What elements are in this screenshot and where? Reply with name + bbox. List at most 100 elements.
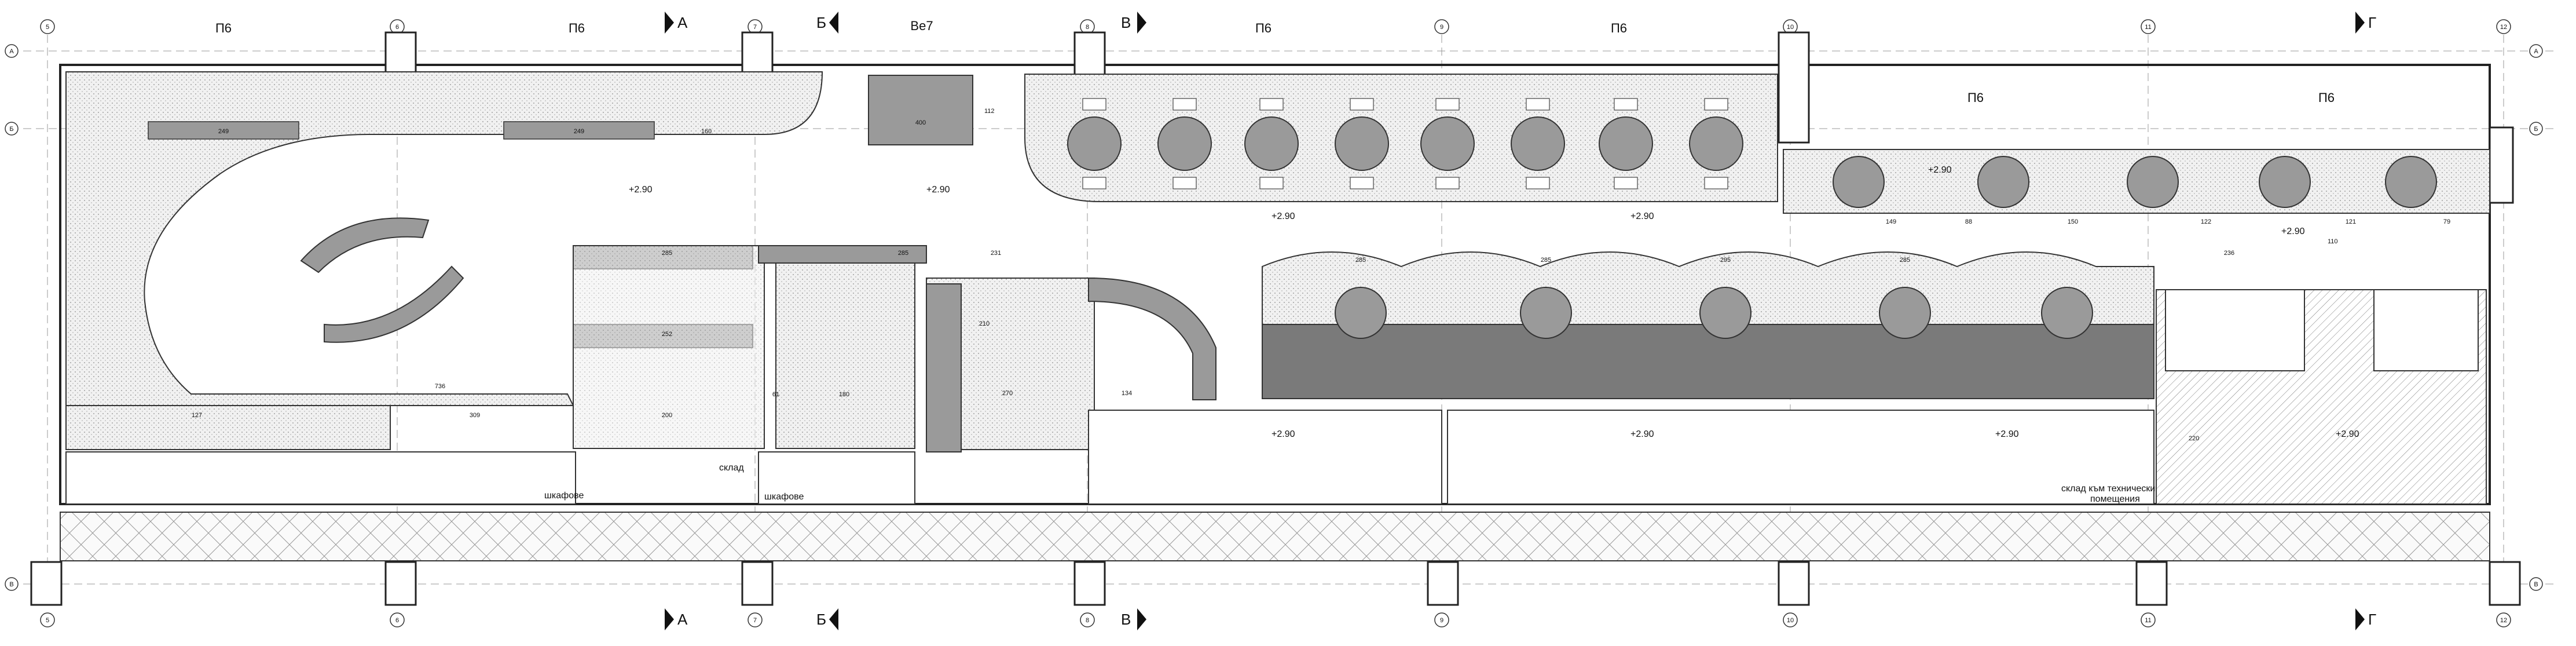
dim-wc-a: 220 xyxy=(2189,435,2199,442)
row-label-a: А xyxy=(9,48,14,55)
dim-mid-i: 285 xyxy=(898,250,908,257)
dim-booth-d: 285 xyxy=(1900,257,1910,264)
dim-mid-e: 210 xyxy=(979,320,990,327)
axis-bubbles-bottom xyxy=(40,612,2511,627)
axis-label-10: 10 xyxy=(1787,24,1794,31)
tag-p6-5: П6 xyxy=(1967,90,1984,105)
label-wardrobe-a: шкафове xyxy=(544,491,584,501)
level-4: +2.90 xyxy=(1630,211,1654,221)
dim-booth-a: 285 xyxy=(1355,257,1366,264)
dim-mid-h: 134 xyxy=(1122,390,1132,397)
lower-room-2 xyxy=(1447,410,2154,505)
level-1: +2.90 xyxy=(629,185,653,195)
curved-counter xyxy=(1088,277,1216,400)
ve7-dim-b: 112 xyxy=(984,108,995,115)
tag-p6-1: П6 xyxy=(215,21,232,35)
dim-mid-b: 252 xyxy=(662,331,672,338)
axis-label-12-bottom: 12 xyxy=(2500,617,2507,624)
dim-booth-c: 295 xyxy=(1720,257,1731,264)
dim-r5: 121 xyxy=(2346,218,2356,225)
axis-label-8-bottom: 8 xyxy=(1086,617,1089,624)
structural-columns xyxy=(30,31,2521,606)
axis-labels-top: 5 6 7 8 9 10 11 12 xyxy=(46,24,2507,31)
right-round-tables xyxy=(1833,156,2437,208)
central-bar xyxy=(573,245,1095,452)
label-wardrobe-b: шкафове xyxy=(764,492,804,502)
section-b-bottom: Б xyxy=(816,611,826,628)
dim-r6: 79 xyxy=(2443,218,2450,225)
row-bubbles xyxy=(5,44,2543,591)
section-g-bottom: Г xyxy=(2368,611,2376,628)
wardrobe-room-a xyxy=(65,451,576,505)
lower-room-1 xyxy=(1088,410,1442,505)
dim-seat-a: 249 xyxy=(218,128,229,135)
row-label-b-right: Б xyxy=(2534,126,2538,133)
axis-label-6: 6 xyxy=(395,24,399,31)
upper-dining-floor xyxy=(1024,74,1778,202)
dim-bar-a: 736 xyxy=(435,383,445,390)
corridor-band xyxy=(60,512,2490,561)
booth-round-tables xyxy=(1335,287,2093,339)
dim-bar-b: 309 xyxy=(470,412,480,419)
level-6: +2.90 xyxy=(2281,227,2305,236)
tag-p6-3: П6 xyxy=(1255,21,1271,35)
dim-mid-g: 61 xyxy=(772,391,779,398)
level-2: +2.90 xyxy=(926,185,950,195)
dim-r7: 236 xyxy=(2224,250,2234,257)
wc-cubicle-1 xyxy=(2165,289,2305,371)
ve7-unit xyxy=(868,75,973,145)
axis-label-5-bottom: 5 xyxy=(46,617,49,624)
axis-label-11-bottom: 11 xyxy=(2145,617,2151,624)
row-label-v-right: В xyxy=(2534,581,2538,588)
dim-mid-c: 200 xyxy=(662,412,672,419)
ve7-dim-a: 400 xyxy=(915,119,926,126)
axis-label-12: 12 xyxy=(2500,24,2507,31)
tag-p6-6: П6 xyxy=(2318,90,2335,105)
axis-label-9-bottom: 9 xyxy=(1440,617,1443,624)
level-3: +2.90 xyxy=(1271,211,1295,221)
row-label-a-right: А xyxy=(2534,48,2538,55)
section-b-top: Б xyxy=(816,14,826,31)
curved-sofa-island xyxy=(300,217,464,343)
label-tech-storage-2: помещения xyxy=(2090,494,2140,504)
dim-r1: 149 xyxy=(1886,218,1896,225)
axis-label-7: 7 xyxy=(753,24,757,31)
tag-p6-4: П6 xyxy=(1611,21,1627,35)
bench-seats-top xyxy=(148,121,655,140)
axis-label-5: 5 xyxy=(46,24,49,31)
lounge-floor xyxy=(65,71,823,406)
axis-label-7-bottom: 7 xyxy=(753,617,757,624)
section-v-bottom: В xyxy=(1121,611,1131,628)
dim-r2: 88 xyxy=(1965,218,1972,225)
label-storage: склад xyxy=(719,463,744,473)
dim-r4: 122 xyxy=(2201,218,2211,225)
level-10: +2.90 xyxy=(2336,429,2359,439)
section-a-bottom: А xyxy=(677,611,688,628)
wc-cubicle-2 xyxy=(2373,289,2479,371)
booth-dotted-arcs xyxy=(1262,251,2154,325)
dim-bar-c: 127 xyxy=(192,412,202,419)
level-9: +2.90 xyxy=(1995,429,2019,439)
dim-mid-d: 180 xyxy=(839,391,849,398)
row-label-b: Б xyxy=(9,126,13,133)
section-g-top: Г xyxy=(2368,14,2376,31)
axis-labels-bottom: 5 6 7 8 9 10 11 12 xyxy=(46,617,2507,624)
axis-bubbles-top xyxy=(40,19,2511,34)
section-a-top: А xyxy=(677,14,688,31)
axis-label-9: 9 xyxy=(1440,24,1443,31)
upper-chairs xyxy=(1082,98,1728,189)
dim-r3: 150 xyxy=(2068,218,2078,225)
central-dims: 285 252 200 180 210 270 61 134 285 231 xyxy=(662,250,1132,419)
bench-dims: 249 249 160 736 309 127 xyxy=(192,128,712,419)
section-markers-top: А Б В Г xyxy=(665,12,2376,34)
tag-p6-2: П6 xyxy=(569,21,585,35)
axis-label-8: 8 xyxy=(1086,24,1089,31)
level-markers: +2.90 +2.90 +2.90 +2.90 +2.90 +2.90 +2.9… xyxy=(629,165,2359,439)
axis-label-10-bottom: 10 xyxy=(1787,617,1794,624)
row-label-v: В xyxy=(9,581,13,588)
wardrobe-room-b xyxy=(758,451,915,505)
tag-ve7: Ве7 xyxy=(910,19,933,33)
dim-wc-b: 110 xyxy=(2328,238,2338,245)
upper-round-tables xyxy=(1067,116,1743,171)
